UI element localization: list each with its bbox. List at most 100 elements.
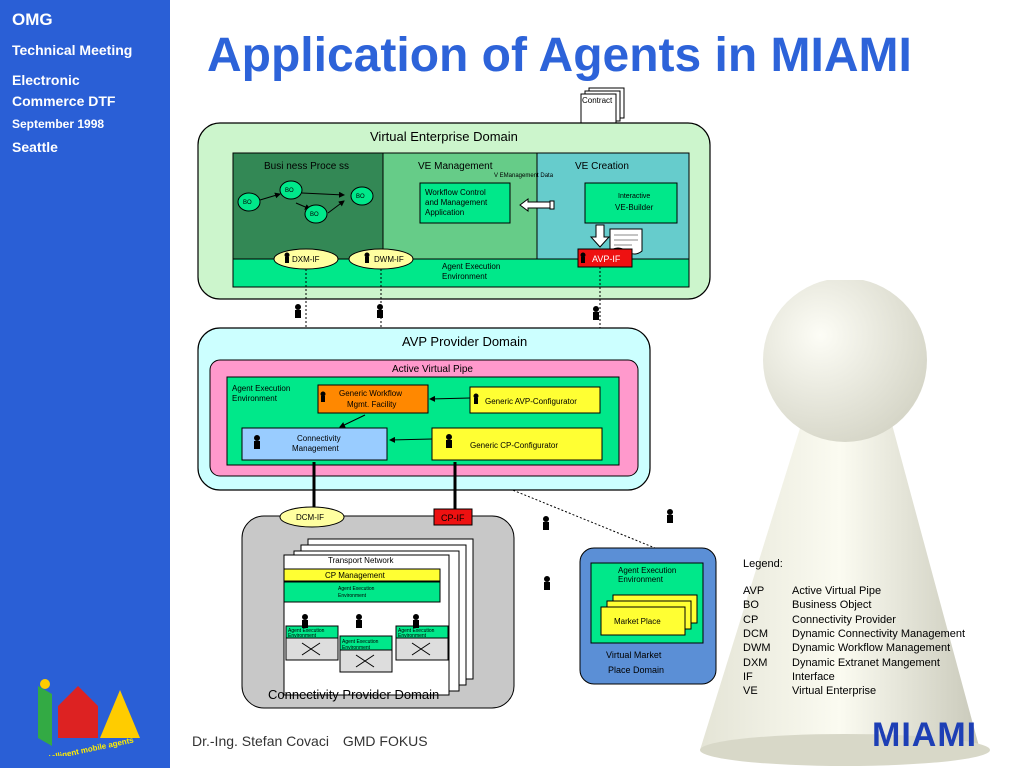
transport-label: Transport Network — [328, 556, 395, 565]
legend-abbr: DWM — [743, 642, 771, 654]
network-element: Agent Execution Environment — [339, 635, 393, 673]
legend-text: Dynamic Workflow Management — [792, 642, 951, 654]
ve-management-label: VE Management — [418, 161, 493, 172]
workflow-label-line1: Workflow Control — [425, 188, 486, 197]
cp-aee-label-line2: Environment — [338, 593, 367, 599]
network-element: Agent Execution Environment — [285, 625, 339, 661]
pawn-figure — [700, 280, 990, 766]
cp-mgmt-label: CP Management — [325, 571, 386, 580]
svg-text:Environment: Environment — [398, 633, 427, 639]
vmp-title-line2: Place Domain — [608, 665, 664, 675]
market-place-box — [600, 606, 686, 636]
vmp-aee-label-line1: Agent Execution — [618, 566, 676, 575]
legend-heading: Legend: — [743, 558, 783, 570]
market-label: Market Place — [614, 617, 661, 626]
legend-text: Virtual Enterprise — [792, 685, 877, 697]
legend-abbr: CP — [743, 614, 759, 626]
legend-abbr: BO — [743, 599, 759, 611]
builder-down-arrow — [589, 224, 611, 248]
workflow-control-box — [419, 182, 511, 224]
group-label-line1: Electronic — [12, 72, 80, 88]
bo-node — [350, 186, 374, 206]
miami-logo: MIAMI — [872, 716, 978, 754]
footer-org: GMD FOKUS — [342, 733, 428, 749]
contract-document-icon — [580, 87, 625, 125]
svg-text:Agent Execution: Agent Execution — [398, 628, 435, 634]
conn-label-line2: Management — [292, 444, 339, 453]
ima-logo: Intelligent mobile agents — [38, 679, 140, 756]
cp-aee-band — [283, 581, 441, 603]
sidebar: OMG Technical Meeting Electronic Commerc… — [0, 0, 170, 768]
architecture-diagram: Contract Virtual Enterprise Domain Busi … — [197, 87, 717, 709]
ve-builder-box — [584, 182, 678, 224]
generic-workflow-box — [317, 384, 429, 414]
cp-if-port — [433, 508, 473, 526]
legend: Legend: AVP Active Virtual Pipe BO Busin… — [740, 558, 1010, 708]
generic-avp-configurator-box — [469, 386, 601, 414]
avp-domain-title: AVP Provider Domain — [402, 334, 527, 349]
business-process-label: Busi ness Proce ss — [264, 161, 349, 172]
avp-if-label: AVP-IF — [592, 254, 621, 264]
dcm-if-label: DCM-IF — [296, 513, 324, 522]
ve-mgmt-data-label: V EManagement Data — [494, 173, 554, 179]
vmp-aee-label-line2: Environment — [618, 575, 664, 584]
svg-text:Agent Execution: Agent Execution — [342, 639, 379, 645]
network-element: Agent Execution Environment — [395, 625, 449, 661]
gavp-label: Generic AVP-Configurator — [485, 397, 577, 406]
connectivity-management-box — [241, 427, 388, 461]
ve-aee-label-line2: Environment — [442, 272, 488, 281]
ima-logo-a — [100, 690, 140, 738]
cp-management-box — [283, 568, 441, 582]
bo-node — [279, 180, 303, 200]
bo-label: BO — [356, 194, 365, 200]
legend-abbr: DXM — [743, 657, 768, 669]
legend-text: Dynamic Extranet Mangement — [792, 657, 940, 669]
avp-if-port — [577, 248, 633, 268]
dxm-if-label: DXM-IF — [292, 255, 320, 264]
cp-aee-label-line1: Agent Execution — [338, 586, 375, 592]
svg-text:Environment: Environment — [342, 645, 371, 651]
ima-logo-m — [58, 686, 98, 738]
workflow-label-line3: Application — [425, 208, 464, 217]
cp-if-label: CP-IF — [441, 513, 465, 523]
bo-node — [304, 204, 328, 224]
ve-domain-title: Virtual Enterprise Domain — [370, 129, 518, 144]
slide-title: Application of Agents in MIAMI — [207, 29, 912, 82]
pipe-label: Active Virtual Pipe — [392, 364, 473, 375]
dcm-if-port — [279, 506, 345, 528]
ima-logo-dot — [40, 679, 50, 689]
bo-label: BO — [243, 200, 252, 206]
legend-text: Connectivity Provider — [792, 614, 896, 626]
legend-text: Business Object — [792, 599, 872, 611]
legend-abbr: DCM — [743, 628, 769, 640]
footer: Dr.-Ing. Stefan Covaci GMD FOKUS — [192, 733, 438, 749]
bo-label: BO — [310, 212, 319, 218]
avp-aee-label-line2: Environment — [232, 394, 278, 403]
date-label: September 1998 — [12, 117, 105, 131]
conn-label-line1: Connectivity — [297, 434, 341, 443]
meeting-label: Technical Meeting — [12, 42, 133, 58]
ima-logo-text: Intelligent mobile agents — [41, 735, 135, 756]
bo-node — [237, 192, 261, 212]
gcp-label: Generic CP-Configurator — [470, 441, 558, 450]
legend-text: Interface — [792, 671, 835, 683]
place-label: Seattle — [12, 139, 58, 155]
generic-cp-configurator-box — [431, 427, 603, 461]
org-label: OMG — [12, 10, 53, 29]
builder-label-line1: Interactive — [618, 193, 650, 200]
gwf-label-line1: Generic Workflow — [339, 389, 402, 398]
svg-text:Environment: Environment — [288, 633, 317, 639]
builder-label-line2: VE-Builder — [615, 203, 654, 212]
legend-text: Dynamic Connectivity Management — [792, 628, 966, 640]
legend-abbr: VE — [743, 685, 758, 697]
legend-abbr: AVP — [743, 585, 765, 597]
legend-abbr: IF — [743, 671, 753, 683]
gwf-label-line2: Mgmt. Facility — [347, 400, 396, 409]
ve-aee-label-line1: Agent Execution — [442, 262, 500, 271]
dwm-if-label: DWM-IF — [374, 255, 404, 264]
legend-text: Active Virtual Pipe — [792, 585, 882, 597]
workflow-label-line2: and Management — [425, 198, 488, 207]
vmp-title-line1: Virtual Market — [606, 650, 662, 660]
group-label-line2: Commerce DTF — [12, 93, 116, 109]
bo-label: BO — [285, 188, 294, 194]
